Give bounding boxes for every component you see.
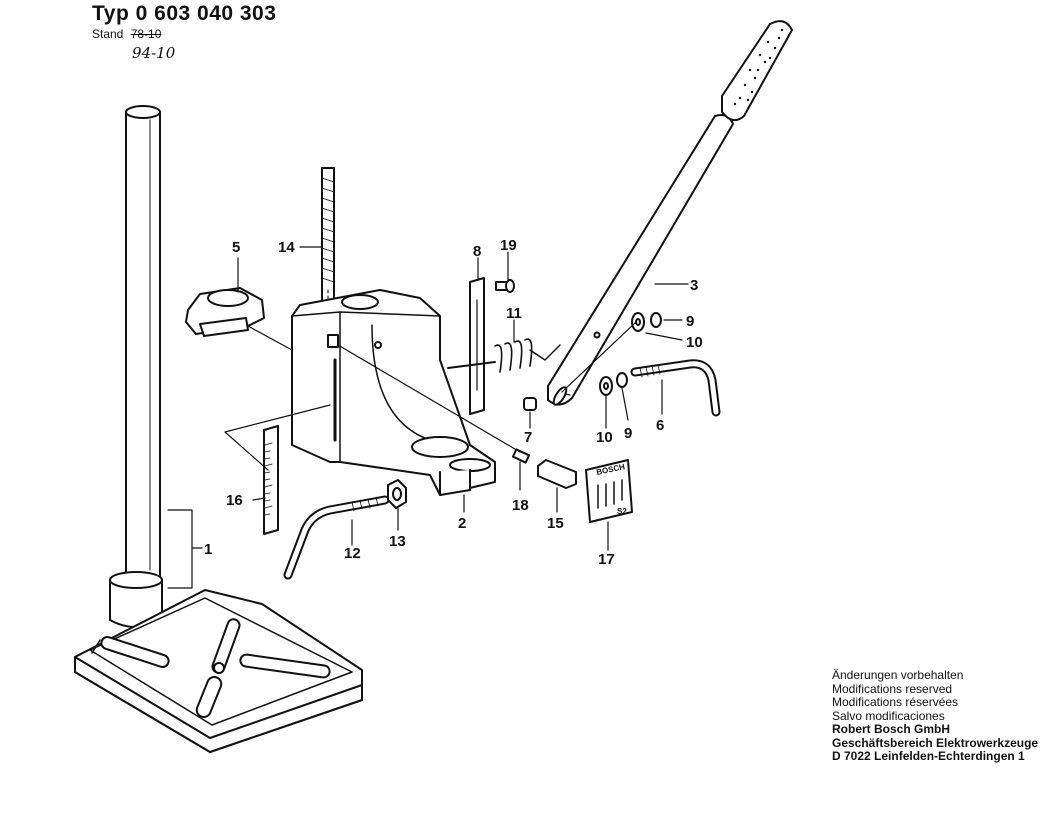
spring-part-11 [447,338,561,373]
document-title: Typ 0 603 040 303 [92,2,276,26]
footer-line-es: Salvo modificaciones [832,708,945,723]
callout-19: 19 [500,237,517,254]
callout-labels: 1 2 3 5 6 7 8 9 9 10 10 11 12 13 14 15 1… [204,237,703,568]
callout-2: 2 [458,515,466,532]
set-screw-part-18 [511,448,531,464]
washers-lower [599,372,628,396]
stand-line: Stand 78-10 [92,27,161,41]
bent-bolt-part-12 [283,495,390,580]
nut-part-13 [387,479,407,509]
guide-strip-part-8 [469,277,485,415]
stand-new-value: 94-10 [132,44,176,62]
nameplate-part-17: BOSCH S2 [585,459,633,523]
callout-9b: 9 [624,425,632,442]
threaded-rod-part-14 [321,167,335,326]
carriage-part-2 [291,289,496,496]
footer-division: Geschäftsbereich Elektrowerkzeuge [832,735,1039,750]
callout-13: 13 [389,533,406,550]
column-tube [109,105,163,628]
footer-notice: Änderungen vorbehalten Modifications res… [832,668,1039,764]
bent-bolt-part-6 [630,359,721,417]
key-part-15 [537,459,577,489]
callout-7: 7 [524,429,532,446]
screw-part-19 [495,279,515,293]
stand-label: Stand [92,27,124,41]
footer-address: D 7022 Leinfelden-Echterdingen 1 [832,749,1025,763]
footer-line-fr: Modifications réservées [832,695,959,709]
callout-6: 6 [656,417,664,434]
callout-11: 11 [506,305,522,322]
footer-company: Robert Bosch GmbH [832,722,951,736]
callout-9a: 9 [686,313,694,330]
callout-10b: 10 [596,429,613,446]
footer-line-en: Modifications reserved [832,681,953,696]
nameplate-code: S2 [617,507,627,516]
typ-number: 0 603 040 303 [135,2,277,25]
callout-1: 1 [204,541,212,558]
stand-old-value: 78-10 [130,27,162,41]
clamp-part-5 [185,287,265,337]
typ-label: Typ [92,2,130,25]
footer-line-de: Änderungen vorbehalten [832,668,964,682]
callout-8: 8 [473,243,481,260]
pin-part-7 [523,397,537,411]
washers-upper [631,312,662,332]
callout-16: 16 [226,492,243,509]
callout-15: 15 [547,515,564,532]
callout-12: 12 [344,545,361,562]
callout-14: 14 [278,239,295,256]
leader-lines [167,246,689,589]
base-plate [74,589,363,753]
callout-5: 5 [232,239,240,256]
scale-strip-part-16 [263,425,279,535]
callout-10a: 10 [686,334,703,351]
callout-3: 3 [690,277,698,294]
callout-17: 17 [598,551,615,568]
callout-18: 18 [512,497,529,514]
handle-grip [721,20,793,122]
